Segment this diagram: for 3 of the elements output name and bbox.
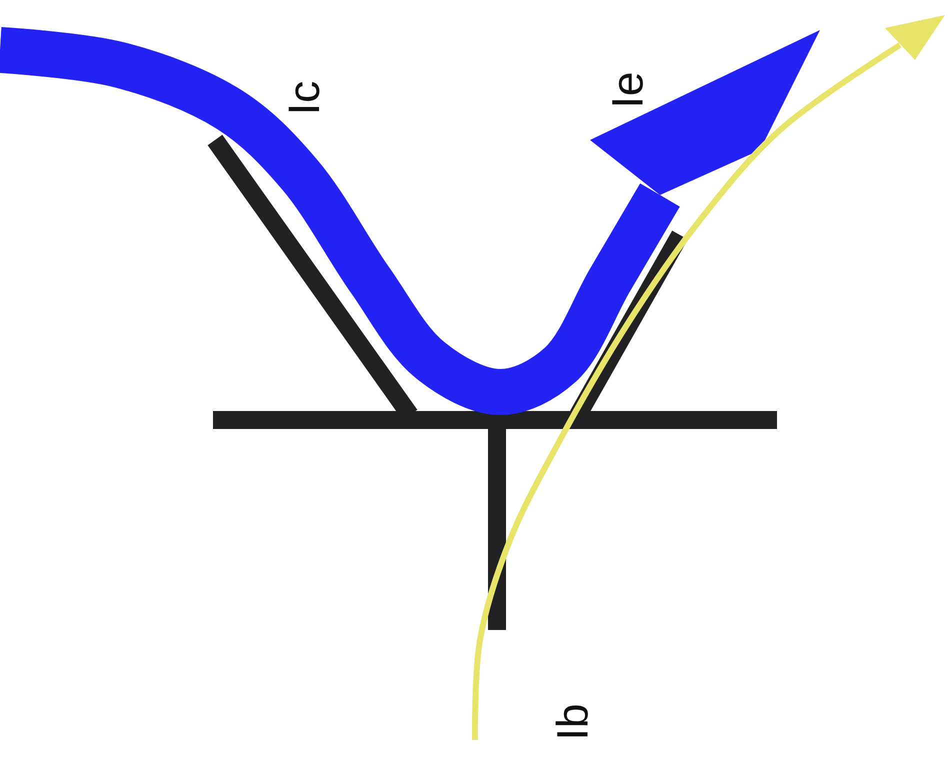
current-label: Ic: [283, 80, 328, 116]
current-label: Ib: [551, 704, 596, 740]
current-label: Ie: [606, 72, 650, 108]
